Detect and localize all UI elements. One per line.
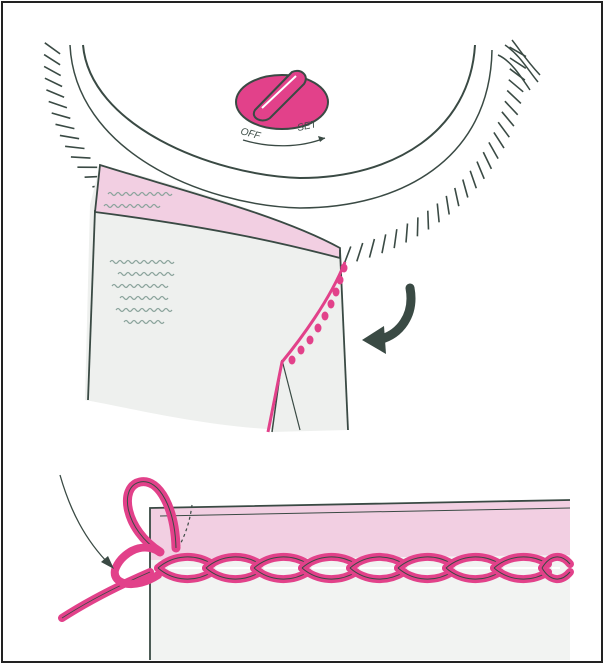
seam-dot bbox=[328, 300, 335, 309]
chain-stitch-braid bbox=[158, 557, 570, 579]
seam-dot bbox=[315, 324, 322, 333]
fringe-stitch bbox=[428, 211, 429, 230]
seam-dot bbox=[333, 288, 340, 297]
seam-dot bbox=[341, 264, 348, 273]
seam-dot bbox=[289, 356, 296, 365]
seam-dot bbox=[307, 336, 314, 345]
seam-dot bbox=[322, 312, 329, 321]
seam-dot bbox=[337, 276, 344, 285]
fringe-stitch bbox=[417, 217, 418, 236]
seam-dot bbox=[298, 346, 305, 355]
